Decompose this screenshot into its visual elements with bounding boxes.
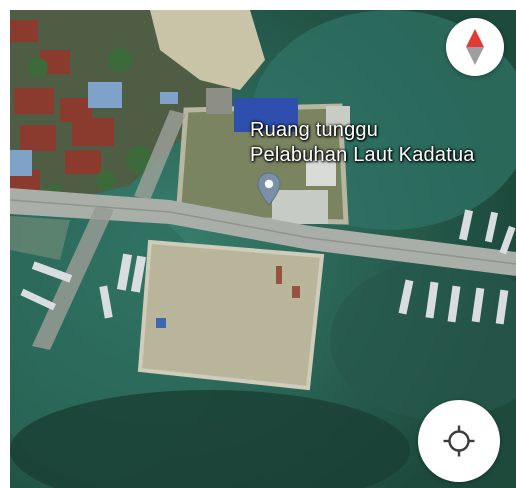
poi-label[interactable]: Ruang tunggu Pelabuhan Laut Kadatua <box>250 118 475 168</box>
poi-name-line-2: Pelabuhan Laut Kadatua <box>250 144 475 166</box>
compass-icon <box>466 29 484 65</box>
my-location-icon <box>443 425 475 457</box>
my-location-button[interactable] <box>418 400 500 482</box>
satellite-imagery <box>10 10 516 488</box>
compass-button[interactable] <box>446 18 504 76</box>
poi-name-line-1: Ruang tunggu <box>250 119 379 141</box>
map-view[interactable]: Ruang tunggu Pelabuhan Laut Kadatua <box>10 10 516 488</box>
map-pin-icon[interactable] <box>257 172 281 206</box>
